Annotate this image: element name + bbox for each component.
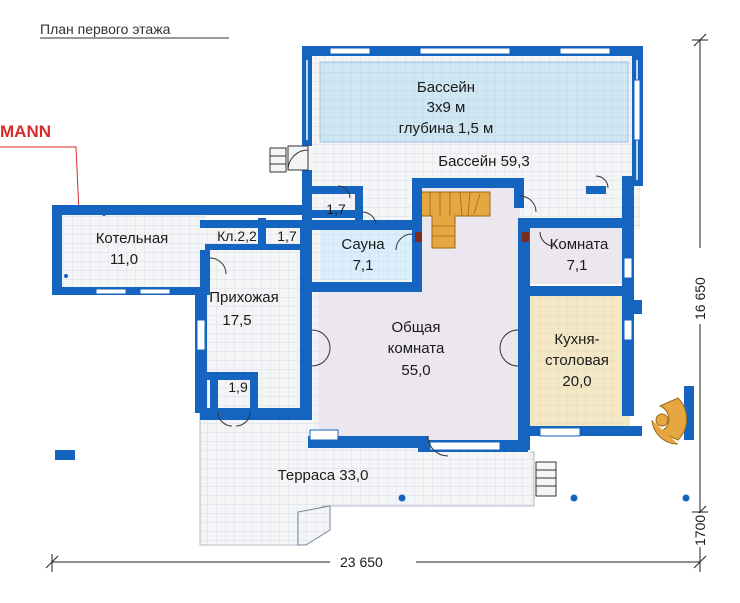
kitchen-area: 20,0 [562, 373, 591, 390]
terrace-post [682, 494, 690, 502]
room-name: Комната [550, 236, 609, 253]
brand-leader-line [0, 146, 80, 214]
windows [95, 47, 641, 451]
pool-size: 3х9 м [427, 99, 466, 116]
sauna-area: 7,1 [353, 257, 374, 274]
boiler-floor [55, 208, 205, 290]
pool-label: Бассейн [417, 79, 475, 96]
kitchen-name-2: столовая [545, 352, 609, 369]
kitchen-name: Кухня- [554, 331, 599, 348]
terrace-step [297, 505, 331, 546]
living-name-2: комната [388, 340, 445, 357]
depth-dimension: 16 650 [692, 277, 708, 320]
living-area: 55,0 [401, 362, 430, 379]
boiler-name: Котельная [96, 230, 169, 247]
plan-title: План первого этажа [40, 21, 171, 37]
sauna-name: Сауна [341, 236, 385, 253]
terrace-label: Терраса 33,0 [278, 467, 369, 484]
terrace-post [398, 494, 406, 502]
staircase [419, 191, 491, 249]
room-floor [530, 222, 630, 284]
offset-dimension: 1700 [692, 515, 708, 546]
sauna-floor [320, 228, 412, 280]
pool-hall-label: Бассейн 59,3 [438, 153, 530, 170]
brand-logo: MANN [0, 122, 51, 141]
spiral-stair [651, 397, 688, 445]
kitchen-floor [530, 290, 630, 430]
pool-depth: глубина 1,5 м [399, 120, 494, 137]
wc-label: 1,7 [277, 228, 297, 244]
boiler-area: 11,0 [110, 251, 138, 268]
living-name: Общая [391, 319, 440, 336]
terrace-post [570, 494, 578, 502]
hall-area: 17,5 [222, 312, 251, 329]
living-room-floor [318, 186, 520, 446]
side-steps [535, 461, 557, 497]
hall-name: Прихожая [209, 289, 279, 306]
small-room-label: 1,7 [326, 201, 346, 217]
closet-label: Кл.2,2 [217, 228, 257, 244]
doors [209, 145, 609, 457]
room-area: 7,1 [567, 257, 588, 274]
vestibule-label: 1,9 [228, 379, 248, 395]
width-dimension: 23 650 [340, 554, 383, 570]
pool-basin [319, 61, 629, 143]
